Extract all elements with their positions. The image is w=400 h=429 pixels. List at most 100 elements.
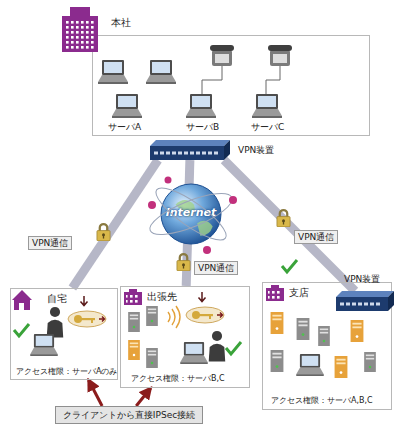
device-port [370,303,374,306]
server-label: サーバA [108,123,141,133]
person-icon [209,331,226,362]
globe-orbits [145,177,237,255]
home-illustration [12,290,106,356]
laptop-icon [146,60,176,84]
device-port [178,152,182,155]
server-icon [128,312,140,332]
tunnel-label: VPN通信 [194,261,238,275]
server-icon [297,318,310,340]
orbit-ball [148,201,156,209]
key-icon [68,311,106,327]
hq-windows [64,20,96,50]
down-arrow [199,292,206,302]
server-icon [271,350,284,372]
server-icon [271,312,284,334]
connection-arrow [89,380,103,406]
connection-arrow [136,388,150,406]
device-port [358,303,362,306]
cable [202,66,222,94]
device-port [208,152,212,155]
hq-building [62,16,98,52]
lock-icon [177,254,190,271]
device-port [352,303,356,306]
vpn-tunnel [186,160,190,286]
callout-text: クライアントから直接IPSec接続 [56,410,202,420]
house-roof [12,290,32,300]
hq-illustration [62,7,292,118]
site-title: 支店 [289,287,309,299]
orbit-ball [165,177,172,184]
device-port [340,303,344,306]
continent [197,221,213,236]
server-label: サーバB [186,123,219,133]
orbit-ball [203,246,211,254]
access-note: アクセス権限：サーバA,B,C [271,396,373,405]
person-icon [47,307,64,338]
server-icon [146,348,158,368]
device-side [388,291,394,311]
vpn-tunnel [72,160,158,288]
device-port [166,152,170,155]
trip-illustration [124,289,241,368]
down-arrow [81,296,88,306]
vpn-device-shape [336,291,394,311]
orbit-ball [229,196,237,204]
vpn-device-shape [150,140,230,160]
continent [176,200,195,217]
device-port [160,152,164,155]
device-port [184,152,188,155]
lock-icon [277,210,290,227]
site-title: 本社 [111,17,131,29]
check-mark [14,324,29,336]
site-box: 自宅アクセス権限：サーバAのみ [10,288,118,380]
site-box: 本社 [92,35,370,136]
device-port [196,152,200,155]
device-port [376,303,380,306]
wireless-waves [168,306,180,328]
server-icon [146,306,158,326]
orbit [145,185,236,242]
device-port [172,152,176,155]
server-icon [128,340,140,360]
orbit [150,180,233,248]
site-title: 自宅 [47,293,67,305]
check-mark [226,342,241,354]
laptop-icon [186,94,216,118]
server-icon [351,320,364,342]
server-icon [364,352,376,372]
house-body [14,299,30,310]
building-icon [124,289,142,305]
site-box: 支店アクセス権限：サーバA,B,C VPN装置 [262,282,392,410]
device-port [202,152,206,155]
locks [97,210,290,271]
check-mark [282,260,297,272]
hq-building [70,7,90,17]
device-front [336,297,388,311]
laptop-icon [112,94,142,118]
device-port [346,303,350,306]
building-icon [266,285,284,301]
phone-icon [268,45,292,66]
lock-icon [97,224,110,241]
vpn-device: VPN装置 [336,291,394,311]
laptop-icon [296,354,324,376]
laptop-icon [252,94,282,118]
laptop-icon [30,334,58,356]
site-box: 出張先アクセス権限：サーバB,C [120,286,250,388]
laptop-icon [180,342,208,364]
access-note: アクセス権限：サーバB,C [131,374,225,383]
device-side [224,140,230,160]
vpn-device: VPN装置 [150,140,230,160]
device-top [336,291,394,297]
cable [266,66,280,94]
device-port [364,303,368,306]
device-label: VPN装置 [238,145,274,155]
device-top [150,140,230,146]
server-label: サーバC [251,123,284,133]
globe [161,184,221,244]
site-title: 出張先 [147,291,177,303]
